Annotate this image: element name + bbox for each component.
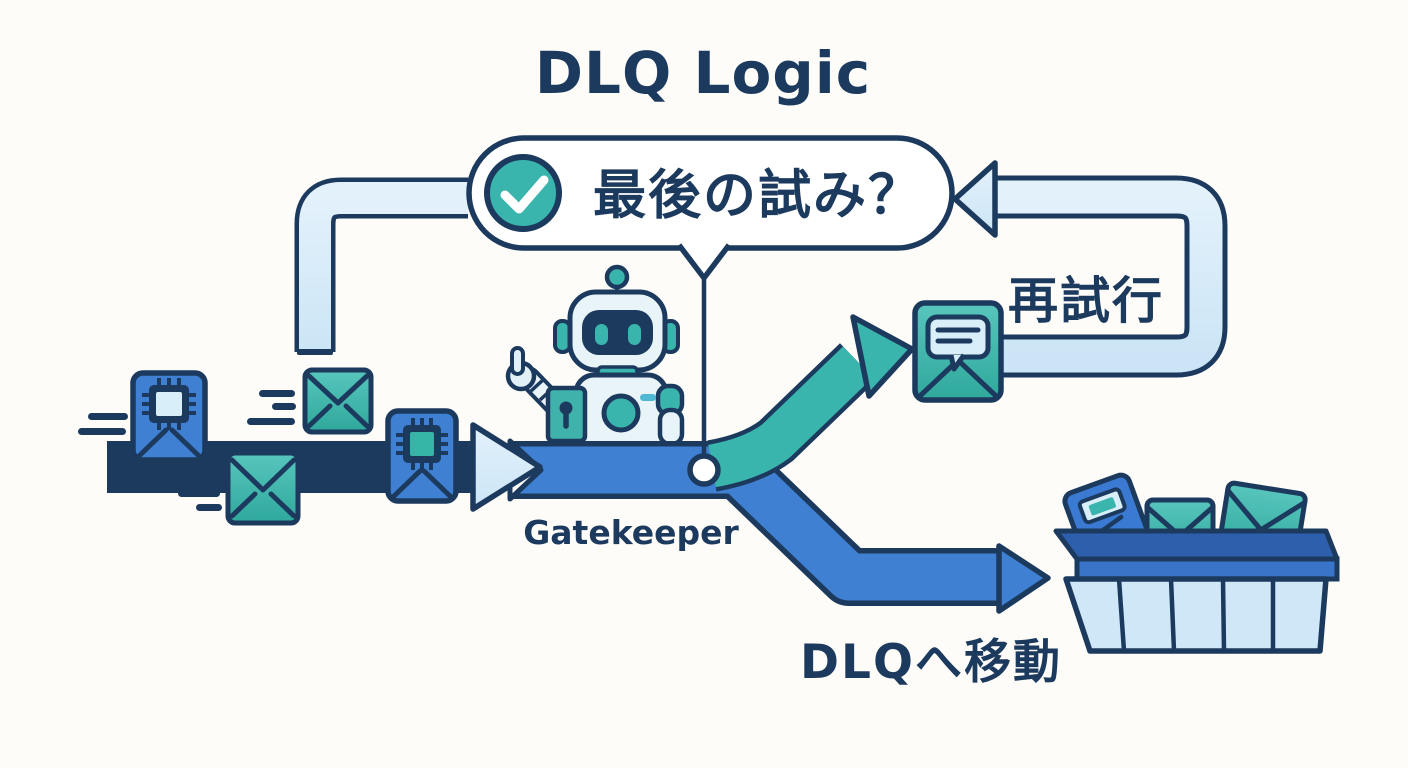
decision-bubble: 最後の試み？	[466, 135, 955, 281]
dlq-move-label: DLQへ移動	[800, 635, 1062, 690]
dlq-arrowhead-icon	[996, 543, 1051, 614]
gatekeeper-label: Gatekeeper	[523, 513, 739, 552]
envelope-message-icon	[225, 450, 301, 526]
robot-finger	[510, 346, 525, 376]
bin-body	[1063, 576, 1329, 654]
checkmark-icon	[484, 154, 562, 232]
robot-face-screen	[582, 310, 653, 355]
cpu-chip-message-icon	[385, 408, 459, 504]
envelope-message-icon	[302, 367, 374, 435]
retry-branch-arrow	[707, 314, 915, 492]
branch-node-dot	[687, 453, 721, 487]
cpu-chip-message-icon	[130, 370, 208, 463]
dlq-bin-with-messages	[1053, 472, 1340, 654]
retry-label: 再試行	[1008, 272, 1164, 330]
bin-rim-top	[1053, 528, 1340, 562]
robot-belly-button	[601, 393, 641, 433]
bubble-tail	[676, 243, 732, 281]
retry-loop-arrowhead-icon	[952, 160, 998, 238]
incoming-arrowhead-icon	[470, 422, 543, 512]
speed-lines	[78, 390, 378, 511]
bubble-left-connector-pipe	[294, 177, 468, 355]
bin-rim-front	[1074, 556, 1340, 582]
robot-antenna-icon	[604, 264, 630, 290]
decision-question-label: 最後の試み？	[593, 165, 923, 226]
diagram-title: DLQ Logic	[535, 39, 871, 107]
retry-branch-arrowhead-icon	[850, 314, 915, 399]
envelope-with-speech-bubble-icon	[912, 300, 1004, 403]
retry-loop-arrow	[952, 160, 1228, 378]
robot-gatekeeper-figure	[505, 264, 685, 453]
